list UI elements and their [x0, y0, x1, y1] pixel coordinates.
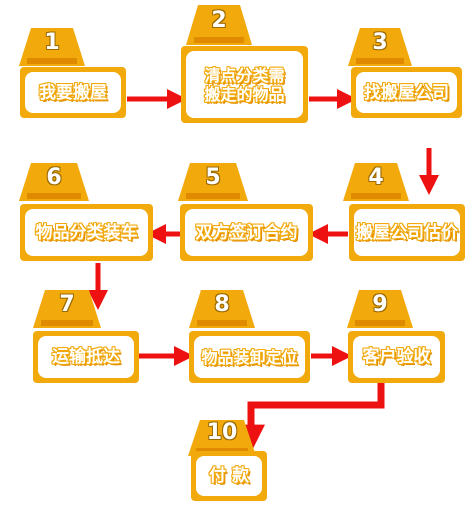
step-1-box: 我要搬屋 [20, 67, 126, 118]
step-4-label: 搬屋公司估价 [356, 222, 458, 243]
step-8-box: 物品装卸定位 [189, 331, 310, 383]
step-2-tab [186, 5, 252, 45]
step-6-tab [19, 163, 89, 201]
step-8-number: 8 [214, 292, 230, 317]
step-2-number: 2 [211, 8, 227, 33]
step-6-number: 6 [46, 165, 62, 190]
step-5-box: 双方签订合约 [180, 204, 313, 261]
step-3-tab [348, 28, 412, 66]
step-8-tab [189, 290, 255, 328]
step-2-label: 清点分类需 搬走的物品 [204, 66, 284, 104]
step-5-tab [178, 163, 248, 201]
step-4-box: 搬屋公司估价 [349, 204, 465, 261]
step-9-tab [347, 290, 413, 328]
step-9-number: 9 [372, 292, 388, 317]
step-10-number: 10 [206, 420, 238, 445]
step-10-box: 付 款 [191, 451, 267, 501]
step-9-box: 客户验收 [348, 331, 445, 383]
step-4-number: 4 [368, 165, 384, 190]
step-2-box: 清点分类需 搬走的物品 [181, 46, 308, 123]
step-4-tab [343, 163, 409, 201]
step-10-label: 付 款 [209, 466, 249, 486]
step-9-label: 客户验收 [362, 347, 431, 367]
step-1-tab [19, 28, 85, 66]
step-7-label: 运输抵达 [52, 347, 120, 367]
step-3-label: 找搬屋公司 [364, 82, 449, 103]
step-5-number: 5 [205, 165, 221, 190]
step-5-label: 双方签订合约 [195, 222, 298, 243]
step-7-tab [33, 290, 101, 328]
step-2-label-line-1: 清点分类需 [204, 65, 285, 85]
step-7-box: 运输抵达 [33, 331, 139, 383]
step-6-box: 物品分类装车 [20, 204, 153, 261]
step-1-label: 我要搬屋 [39, 82, 107, 103]
step-8-label: 物品装卸定位 [201, 347, 298, 367]
step-7-number: 7 [59, 292, 75, 317]
step-1-number: 1 [44, 30, 60, 55]
step-2-label-line-2: 搬走的物品 [204, 84, 285, 104]
step-3-box: 找搬屋公司 [351, 67, 462, 118]
arrow-9-to-10 [237, 380, 385, 453]
step-3-number: 3 [372, 30, 388, 55]
step-6-label: 物品分类装车 [35, 222, 138, 243]
